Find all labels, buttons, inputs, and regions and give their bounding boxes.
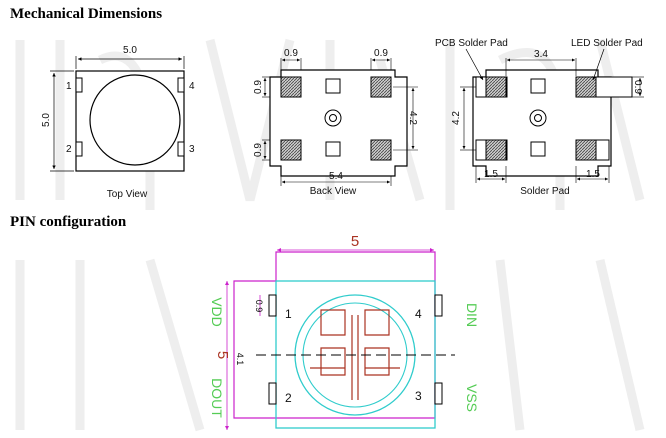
back-view-pad-width-left: 0.9 bbox=[284, 48, 298, 59]
solder-pad-right-width-dim: 1.5 bbox=[586, 169, 600, 180]
top-view-pin-2: 2 bbox=[66, 144, 72, 155]
pin-config-pin-3: 3 bbox=[415, 389, 422, 403]
signal-vdd: VDD bbox=[209, 297, 225, 327]
back-view-width-dim: 5.4 bbox=[329, 171, 343, 182]
solder-pad-view: PCB Solder Pad LED Solder Pad 3.4 4.2 0.… bbox=[435, 38, 644, 197]
solder-pad-pitch-dim: 3.4 bbox=[534, 49, 548, 60]
back-view-pad bbox=[280, 76, 302, 98]
solder-pad-caption: Solder Pad bbox=[520, 186, 569, 197]
top-view-pin-1: 1 bbox=[66, 81, 72, 92]
led-solder-pad bbox=[485, 139, 507, 161]
top-view-pin-tab bbox=[177, 141, 185, 157]
pin-config-pad bbox=[268, 382, 277, 405]
top-view-caption: Top View bbox=[107, 189, 148, 200]
pin-config-mid-dim: 4.1 bbox=[235, 353, 245, 366]
back-view-height-dim: 4.2 bbox=[407, 111, 418, 125]
solder-pad-right-height-dim: 0.9 bbox=[632, 80, 643, 94]
top-view-package bbox=[75, 70, 185, 172]
led-solder-pad bbox=[575, 76, 597, 98]
back-view-pad bbox=[370, 76, 392, 98]
led-solder-pad-label: LED Solder Pad bbox=[571, 38, 643, 49]
back-view: 0.9 0.9 0.9 0.9 4.2 5.4 Back View bbox=[253, 48, 418, 197]
top-view: 1 2 3 4 5.0 5.0 Top View bbox=[41, 45, 195, 200]
solder-pad-left-width-dim: 1.5 bbox=[484, 169, 498, 180]
back-view-pad-width-right: 0.9 bbox=[374, 48, 388, 59]
back-view-pad bbox=[280, 139, 302, 161]
pin-config-pad-dim: 0.9 bbox=[254, 300, 264, 313]
top-view-pin-tab bbox=[75, 77, 83, 93]
signal-vss: VSS bbox=[464, 384, 480, 412]
top-view-pin-tab bbox=[75, 141, 83, 157]
led-solder-pad bbox=[575, 139, 597, 161]
signal-dout: DOUT bbox=[209, 378, 225, 418]
signal-din: DIN bbox=[464, 303, 480, 327]
pin-config-pad bbox=[268, 294, 277, 317]
top-view-width-dim: 5.0 bbox=[123, 45, 137, 56]
pin-config-pad bbox=[434, 382, 443, 405]
pcb-solder-pad-label: PCB Solder Pad bbox=[435, 38, 508, 49]
pin-config-pin-4: 4 bbox=[415, 307, 422, 321]
back-view-pad bbox=[370, 139, 392, 161]
top-view-pin-4: 4 bbox=[189, 81, 195, 92]
pin-configuration: 5 5 1 2 3 4 0.9 4.1 VDD bbox=[209, 233, 480, 430]
top-view-height-dim: 5.0 bbox=[41, 113, 52, 127]
back-view-pad-height-bottom: 0.9 bbox=[253, 143, 264, 157]
internal-traces bbox=[310, 309, 400, 400]
back-view-caption: Back View bbox=[310, 186, 357, 197]
pin-config-pin-2: 2 bbox=[285, 391, 292, 405]
mechanical-dimensions-heading: Mechanical Dimensions bbox=[10, 6, 163, 22]
top-view-lens bbox=[89, 74, 181, 166]
back-view-center-pad bbox=[325, 141, 341, 157]
pin-config-pin-1: 1 bbox=[285, 307, 292, 321]
solder-pad-height-dim: 4.2 bbox=[451, 111, 462, 125]
pin-config-top-dim: 5 bbox=[351, 233, 359, 250]
back-view-pad-height-top: 0.9 bbox=[253, 80, 264, 94]
back-view-center-pad bbox=[325, 78, 341, 94]
led-solder-pad bbox=[485, 76, 507, 98]
top-view-pin-3: 3 bbox=[189, 144, 195, 155]
pin-config-pad bbox=[434, 294, 443, 317]
pin-config-side-dim: 5 bbox=[214, 351, 231, 359]
pin-configuration-heading: PIN configuration bbox=[10, 214, 127, 230]
top-view-pin-tab bbox=[177, 77, 185, 93]
